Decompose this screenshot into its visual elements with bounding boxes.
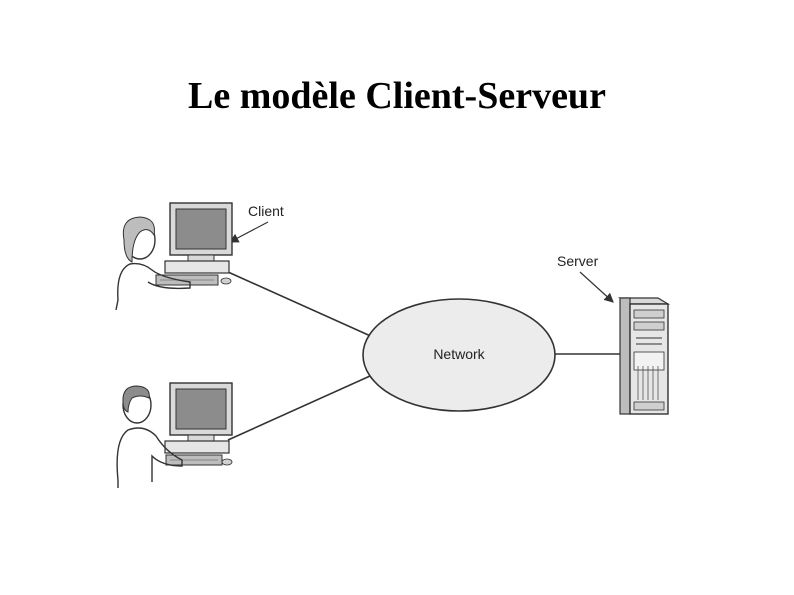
client-label: Client: [248, 203, 284, 219]
client-computer-1: [155, 202, 233, 286]
client-user-1-woman: [115, 216, 191, 311]
connection-line-client-1: [227, 271, 376, 339]
network-label: Network: [433, 346, 485, 362]
client-user-2-man: [116, 385, 183, 488]
client-computer-2: [164, 382, 233, 466]
page-title: Le modèle Client-Serveur: [188, 75, 606, 117]
client-arrow: [228, 221, 269, 243]
connection-line-client-2: [227, 375, 371, 441]
server-label: Server: [557, 253, 599, 269]
server-arrow: [579, 271, 614, 303]
network-ellipse: [362, 298, 556, 412]
server-tower: [617, 297, 671, 415]
